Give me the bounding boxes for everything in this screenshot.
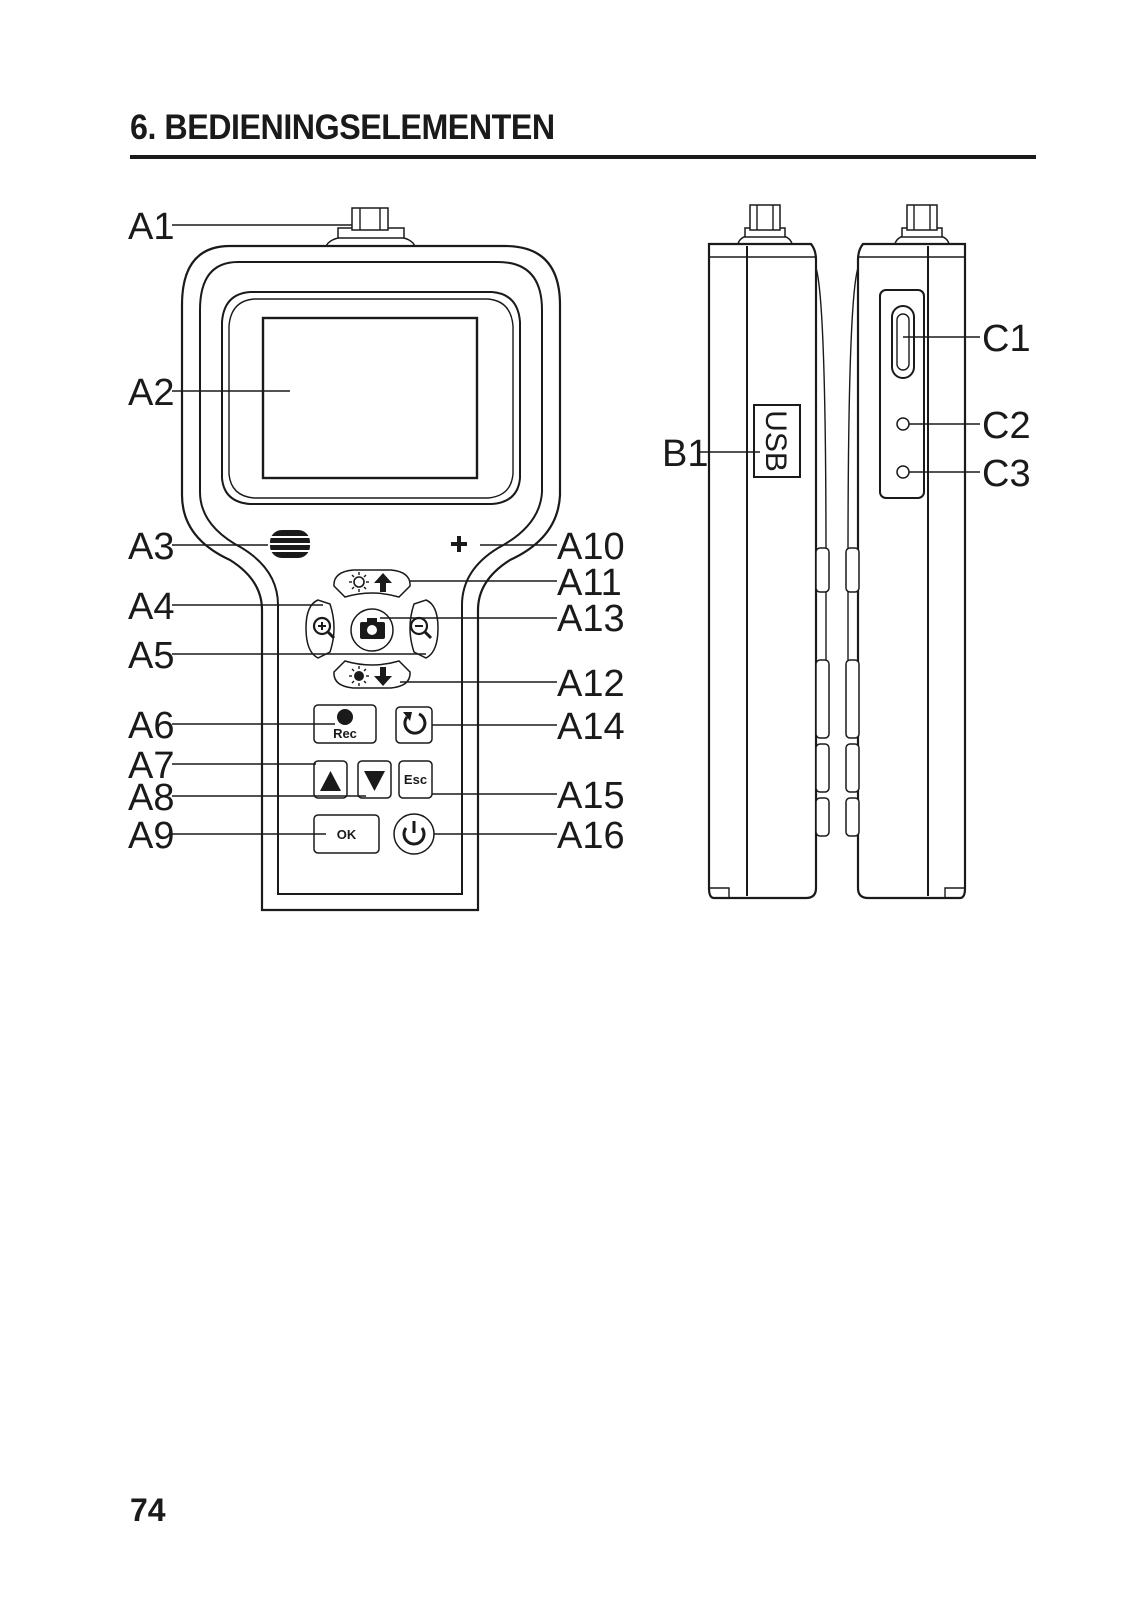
callout-a2: A2 <box>128 372 174 414</box>
arrow-down-icon <box>364 771 385 791</box>
brightness-up-button[interactable] <box>333 569 411 598</box>
power-icon <box>402 821 426 846</box>
callout-a13: A13 <box>557 598 625 640</box>
callout-a9: A9 <box>128 815 174 857</box>
callout-a1: A1 <box>128 206 174 248</box>
record-label: Rec <box>333 726 357 741</box>
callout-a4: A4 <box>128 586 174 628</box>
title-rule <box>130 155 1036 159</box>
record-button[interactable]: Rec <box>313 704 377 744</box>
snapshot-button[interactable] <box>350 608 394 652</box>
device-side-view-left: USB <box>707 204 830 900</box>
zoom-in-icon <box>312 616 336 640</box>
callout-a3: A3 <box>128 526 174 568</box>
av-out-jack[interactable] <box>896 417 910 431</box>
esc-button[interactable]: Esc <box>398 760 433 799</box>
ok-label: OK <box>337 827 357 842</box>
device-front-view: Rec Esc OK <box>180 207 562 912</box>
up-button[interactable] <box>313 760 348 799</box>
page-title: 6. BEDIENINGSELEMENTEN <box>130 108 555 147</box>
callout-a15: A15 <box>557 775 625 817</box>
page-number: 74 <box>130 1492 166 1528</box>
callout-b1: B1 <box>662 433 708 475</box>
brightness-down-button[interactable] <box>333 660 411 689</box>
esc-label: Esc <box>404 772 427 787</box>
usb-port[interactable]: USB <box>753 404 801 478</box>
power-jack[interactable] <box>896 465 910 479</box>
camera-icon <box>360 618 385 639</box>
speaker-grille-icon <box>268 530 312 558</box>
record-dot-icon <box>337 709 353 725</box>
display-screen <box>261 316 479 480</box>
zoom-out-button[interactable] <box>409 599 439 659</box>
callout-a10: A10 <box>557 526 625 568</box>
callout-a12: A12 <box>557 663 625 705</box>
rotate-icon <box>403 712 427 735</box>
brightness-down-icon <box>349 666 392 686</box>
callout-a16: A16 <box>557 815 625 857</box>
down-button[interactable] <box>357 760 392 799</box>
callout-a11: A11 <box>557 562 622 604</box>
arrow-up-icon <box>320 771 341 791</box>
power-button[interactable] <box>393 813 435 855</box>
leader-lines <box>172 224 980 835</box>
callout-c2: C2 <box>982 405 1031 447</box>
callout-a8: A8 <box>128 777 174 819</box>
sd-card-slot[interactable] <box>891 305 915 379</box>
callout-a14: A14 <box>557 706 625 748</box>
callout-a5: A5 <box>128 635 174 677</box>
rotate-button[interactable] <box>395 706 433 744</box>
camera-connector <box>325 207 416 248</box>
callout-a6: A6 <box>128 705 174 747</box>
plus-icon <box>451 536 467 552</box>
device-side-view-right <box>845 204 967 900</box>
callout-c1: C1 <box>982 318 1031 360</box>
callout-c3: C3 <box>982 453 1031 495</box>
callout-labels: A1 A2 A3 A4 A5 A6 A7 A8 A9 A10 A11 A13 A… <box>128 206 1031 857</box>
usb-label: USB <box>759 410 792 472</box>
zoom-in-button[interactable] <box>305 599 336 659</box>
callout-a7: A7 <box>128 745 174 787</box>
ok-button[interactable]: OK <box>313 814 380 854</box>
brightness-up-icon <box>349 572 392 592</box>
